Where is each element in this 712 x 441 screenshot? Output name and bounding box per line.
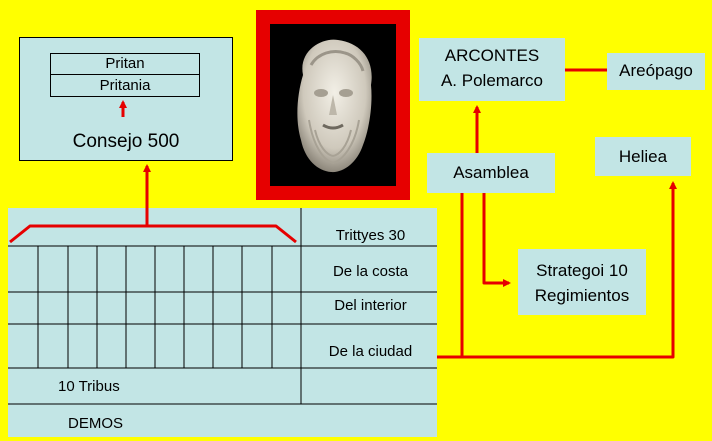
strategoi-title: Strategoi 10 [536,261,628,280]
tribes-bracket [9,224,297,244]
demos-label: DEMOS [68,415,124,432]
trittyes-label: Trittyes 30 [335,227,406,244]
consejo-label: Consejo 500 [72,131,180,152]
heliea-label: Heliea [618,147,668,166]
arcontes-title: ARCONTES [444,46,540,65]
pritania-box [50,75,200,97]
portrait-frame [256,10,410,200]
areopago-label: Areópago [619,61,693,80]
heliea-box [595,137,691,176]
costa-label: De la costa [332,263,409,280]
asamblea-label: Asamblea [453,163,529,182]
arcontes-subtitle: A. Polemarco [440,71,544,90]
areopago-box [607,53,705,90]
arcontes-box [419,38,565,101]
pritan-box [50,53,200,75]
interior-label: Del interior [334,297,407,314]
arrow-to-heliea [437,181,677,359]
asamblea-box [427,153,555,193]
ciudad-label: De la ciudad [328,343,413,360]
pritania-label: Pritania [99,77,151,94]
arrow-to-strategoi [482,193,511,287]
strategoi-box [518,249,646,315]
tribus-label: 10 Tribus [58,378,120,395]
table-grid [8,208,437,405]
consejo-box [19,37,233,161]
pritan-label: Pritan [105,55,145,72]
strategoi-subtitle: Regimientos [534,286,630,305]
bust-portrait-icon [297,39,372,173]
